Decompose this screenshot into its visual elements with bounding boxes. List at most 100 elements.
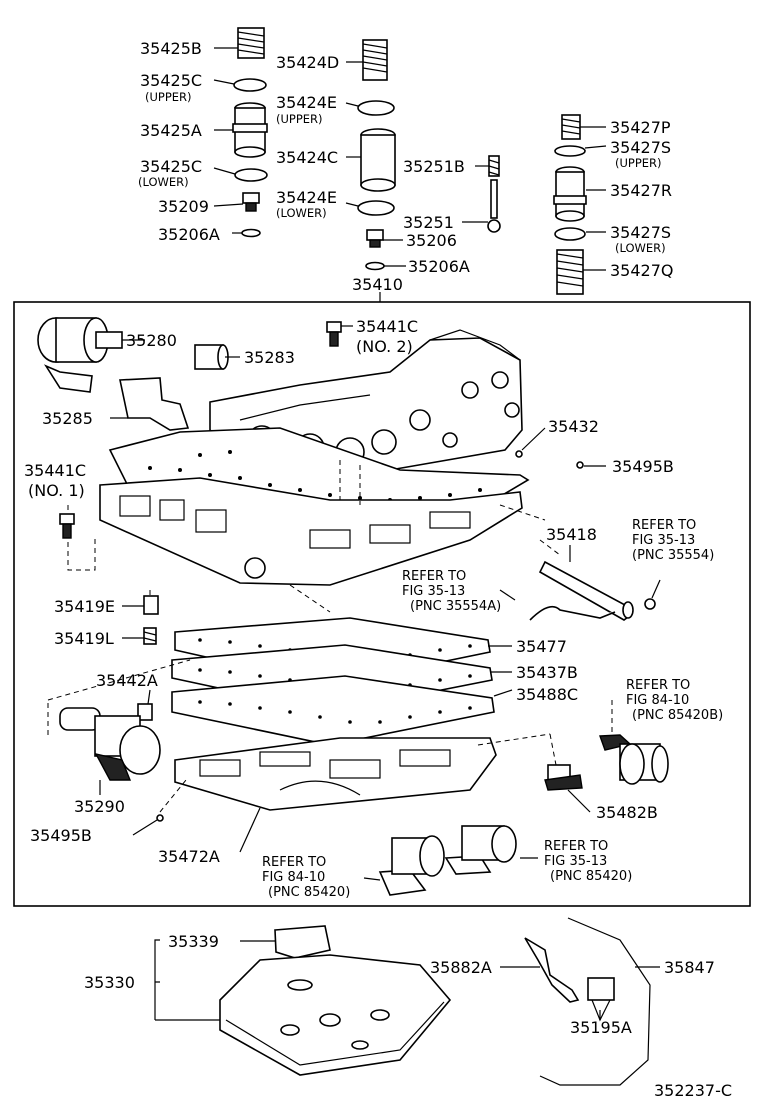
label-35427Q: 35427Q [610,261,674,280]
plate-35472A [174,737,497,811]
note-no2: (NO. 2) [356,337,413,356]
label-35283: 35283 [244,348,295,367]
note-lower-3: (LOWER) [615,241,666,255]
label-35209: 35209 [158,197,209,216]
ref5-line3: (PNC 85420) [550,869,632,884]
label-35472A: 35472A [158,847,220,866]
ring-35424E-upper [357,100,395,116]
gasket-35339 [274,925,331,959]
label-35285: 35285 [42,409,93,428]
sleeve-35424C [360,128,396,192]
part-35283 [194,344,229,370]
label-35206A-2: 35206A [408,257,470,276]
label-35427R: 35427R [610,181,672,200]
ring-35427S-lower [554,227,586,241]
ref3-line2: FIG 84-10 [626,693,689,708]
label-35495B-2: 35495B [30,826,92,845]
ring-35425C-upper [233,78,267,92]
ref4-line2: FIG 84-10 [262,870,325,885]
label-35280: 35280 [126,331,177,350]
ring-35425C-lower [234,168,268,182]
solenoid-ref-85420-b [444,825,517,875]
label-35251B: 35251B [403,157,465,176]
spring-35251B [488,155,500,177]
solenoid-35280 [37,317,123,393]
clip-35195A [587,977,615,1022]
ref3-line3: (PNC 85420B) [632,708,723,723]
label-35495B-1: 35495B [612,457,674,476]
label-35442A: 35442A [96,671,158,690]
label-35410: 35410 [352,275,403,294]
lower-valve-body [99,477,523,586]
sleeve-35427R [553,166,587,222]
labels: 35425B 35425C (UPPER) 35425A 35425C (LOW… [24,39,732,1100]
label-35425C-upper: 35425C [140,71,202,90]
ring-35424E-lower [357,200,395,216]
ref2-line3: (PNC 35554A) [410,599,501,614]
note-lower-2: (LOWER) [276,206,327,220]
label-35419L: 35419L [54,629,114,648]
ref5-line2: FIG 35-13 [544,854,607,869]
label-35847: 35847 [664,958,715,977]
label-35339: 35339 [168,932,219,951]
bolt-35441C-no2 [326,321,342,347]
clip-35206A-2 [365,261,385,271]
label-35432: 35432 [548,417,599,436]
ball-35495B-1 [576,461,584,469]
clip-35206A-1 [241,228,261,238]
part-35442A [137,703,153,721]
note-upper-1: (UPPER) [145,90,192,104]
bracket-35285 [119,377,190,431]
note-upper-2: (UPPER) [276,112,323,126]
label-35427S-upper: 35427S [610,138,671,157]
ring-35427S-upper [554,145,586,157]
ref1-line3: (PNC 35554) [632,548,714,563]
valve-35251 [487,179,501,233]
spring-35425B [237,27,265,59]
ball-35495B-2 [156,814,164,822]
label-35424C: 35424C [276,148,338,167]
ref5-line1: REFER TO [544,839,608,854]
diagram-code: 352237-C [654,1081,732,1100]
part-35482B [544,764,583,791]
label-35206A-1: 35206A [158,225,220,244]
label-35424E-upper: 35424E [276,93,337,112]
label-35195A: 35195A [570,1018,632,1037]
label-35882A: 35882A [430,958,492,977]
label-35437B: 35437B [516,663,578,682]
label-35425A: 35425A [140,121,202,140]
clip-ref-35554 [644,598,656,610]
note-no1: (NO. 1) [28,481,85,500]
part-35418 [538,560,634,621]
label-35477: 35477 [516,637,567,656]
ref2-line1: REFER TO [402,569,466,584]
spring-35424D [362,39,388,81]
bolt-35441C-no1 [59,513,75,539]
solenoid-ref-85420-a [378,835,445,896]
label-35427P: 35427P [610,118,671,137]
ref1-line2: FIG 35-13 [632,533,695,548]
tube-35882A [524,937,580,1003]
label-35424D: 35424D [276,53,339,72]
label-35441C-no2: 35441C [356,317,418,336]
label-35251: 35251 [403,213,454,232]
plate-35488C [171,675,495,746]
plug-35206 [366,229,384,248]
rod-ref-35554A [529,605,616,621]
tube-35847 [539,917,651,1086]
strainer-35330 [219,954,452,1076]
solenoid-ref-85420B [599,734,669,785]
spring-35427Q [556,249,584,295]
label-35482B: 35482B [596,803,658,822]
ref4-line3: (PNC 85420) [268,885,350,900]
label-35290: 35290 [74,797,125,816]
ref1-line1: REFER TO [632,518,696,533]
label-35425C-lower: 35425C [140,157,202,176]
part-35419E [143,595,159,615]
plug-35209 [242,192,260,212]
note-lower-1: (LOWER) [138,175,189,189]
valve-body-assembly-frame [13,301,751,907]
label-35427S-lower: 35427S [610,223,671,242]
label-35330: 35330 [84,973,135,992]
